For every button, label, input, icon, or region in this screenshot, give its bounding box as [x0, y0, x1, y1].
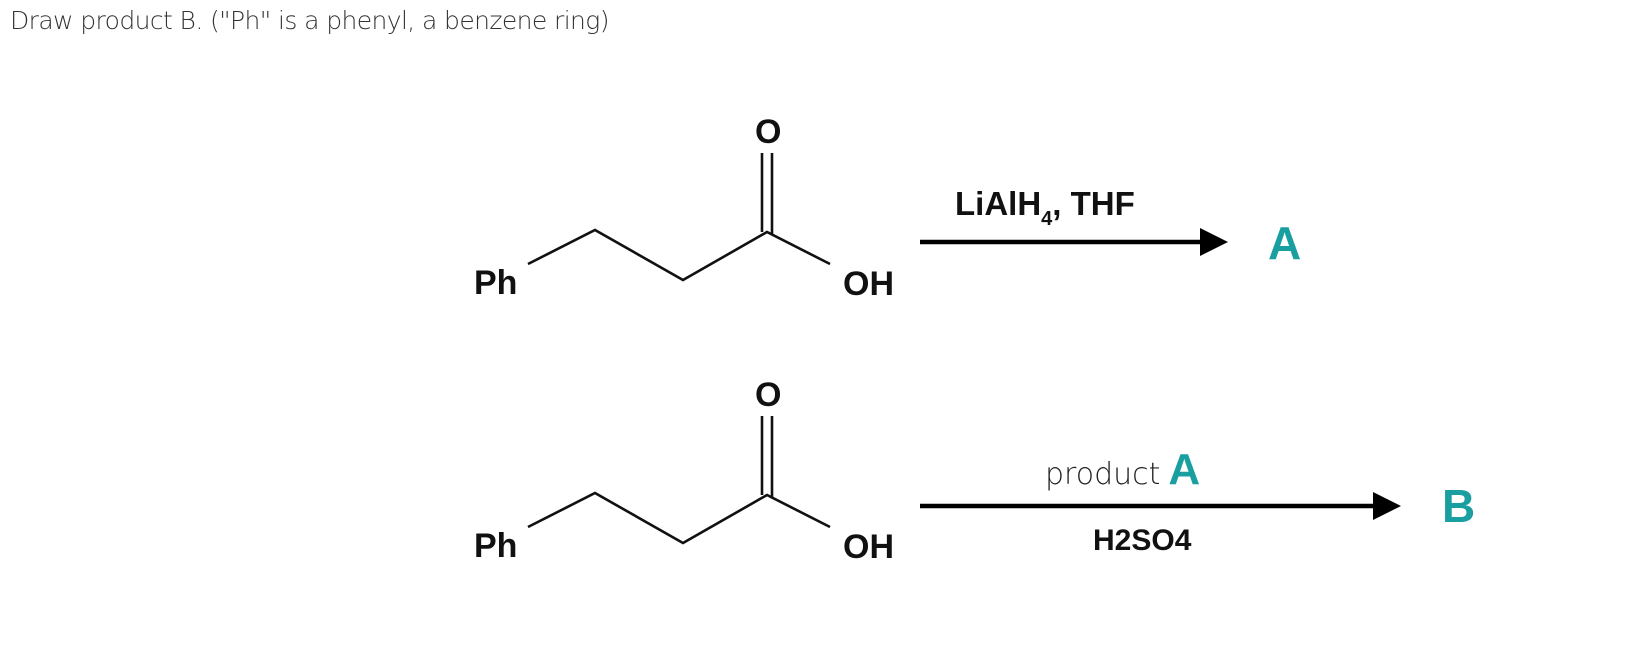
product-b-label: B: [1442, 480, 1475, 532]
carbon-chain-bonds: [527, 228, 831, 282]
product-a-label: A: [1268, 217, 1301, 269]
reactant-1-structure: Ph O OH: [474, 113, 894, 303]
arrow-2-head-icon: [1373, 492, 1401, 520]
carbon-chain-bonds: [527, 491, 831, 545]
reaction-2-arrow: [920, 492, 1401, 520]
phenyl-label: Ph: [474, 527, 517, 565]
hydroxyl-label: OH: [843, 265, 894, 303]
arrow-1-head-icon: [1200, 228, 1228, 256]
hydroxyl-label: OH: [843, 528, 894, 566]
carbonyl-oxygen-label: O: [755, 113, 781, 151]
carbonyl-oxygen-label: O: [755, 376, 781, 414]
reagent-1: LiAlH4, THF: [955, 185, 1135, 230]
phenyl-label: Ph: [474, 264, 517, 302]
question-prompt: Draw product B. ("Ph" is a phenyl, a ben…: [10, 6, 609, 35]
reactant-2-structure: Ph O OH: [474, 376, 894, 566]
reaction-1-arrow: [920, 228, 1228, 256]
reaction-1: Ph O OH LiAlH4, THF A: [474, 113, 1301, 303]
reagent-2-bottom: H2SO4: [1093, 524, 1192, 557]
